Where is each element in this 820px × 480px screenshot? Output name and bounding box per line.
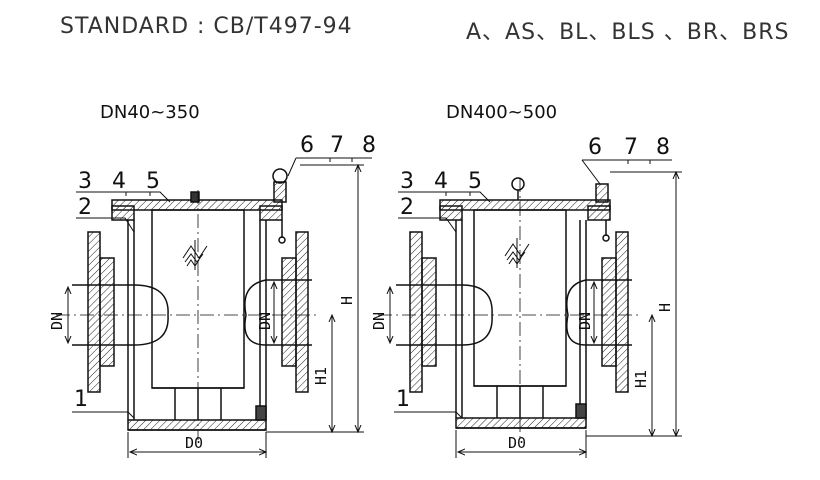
- leader-lines: [72, 157, 372, 419]
- callout-5: 5: [146, 169, 160, 194]
- dim-d0: D0: [508, 434, 526, 452]
- callout-3: 3: [78, 169, 92, 194]
- dimension-lines: [390, 172, 682, 458]
- dim-height: H: [656, 303, 674, 312]
- callout-3: 3: [400, 169, 414, 194]
- dim-h1: H1: [312, 367, 330, 385]
- model-list: A、AS、BL、BLS 、BR、BRS: [466, 20, 790, 45]
- callout-2: 2: [78, 195, 92, 220]
- leader-lines: [394, 159, 672, 419]
- dim-height: H: [338, 296, 356, 305]
- dim-dn-outlet: DN: [576, 312, 594, 330]
- callout-7: 7: [624, 135, 638, 160]
- strainer-body: [56, 168, 320, 440]
- callout-8: 8: [656, 135, 670, 160]
- range-label: DN40~350: [100, 102, 200, 123]
- dim-dn-inlet: DN: [370, 312, 388, 330]
- callout-7: 7: [330, 133, 344, 158]
- drawing-dn40-350: DN40~350: [48, 102, 376, 458]
- callout-8: 8: [362, 133, 376, 158]
- drawing-dn400-500: DN400~500: [370, 102, 682, 458]
- dim-dn-outlet: DN: [256, 312, 274, 330]
- callout-1: 1: [396, 387, 410, 412]
- strainer-body: [378, 177, 640, 440]
- callout-4: 4: [112, 169, 126, 194]
- standard-label: STANDARD : CB/T497-94: [60, 14, 353, 39]
- callout-6: 6: [300, 133, 314, 158]
- callout-6: 6: [588, 135, 602, 160]
- callout-4: 4: [434, 169, 448, 194]
- callout-5: 5: [468, 169, 482, 194]
- dim-d0: D0: [185, 434, 203, 452]
- dim-dn-inlet: DN: [48, 312, 66, 330]
- callout-1: 1: [74, 387, 88, 412]
- dimension-lines: [68, 165, 364, 458]
- dim-h1: H1: [632, 370, 650, 388]
- callout-2: 2: [400, 195, 414, 220]
- range-label: DN400~500: [446, 102, 557, 123]
